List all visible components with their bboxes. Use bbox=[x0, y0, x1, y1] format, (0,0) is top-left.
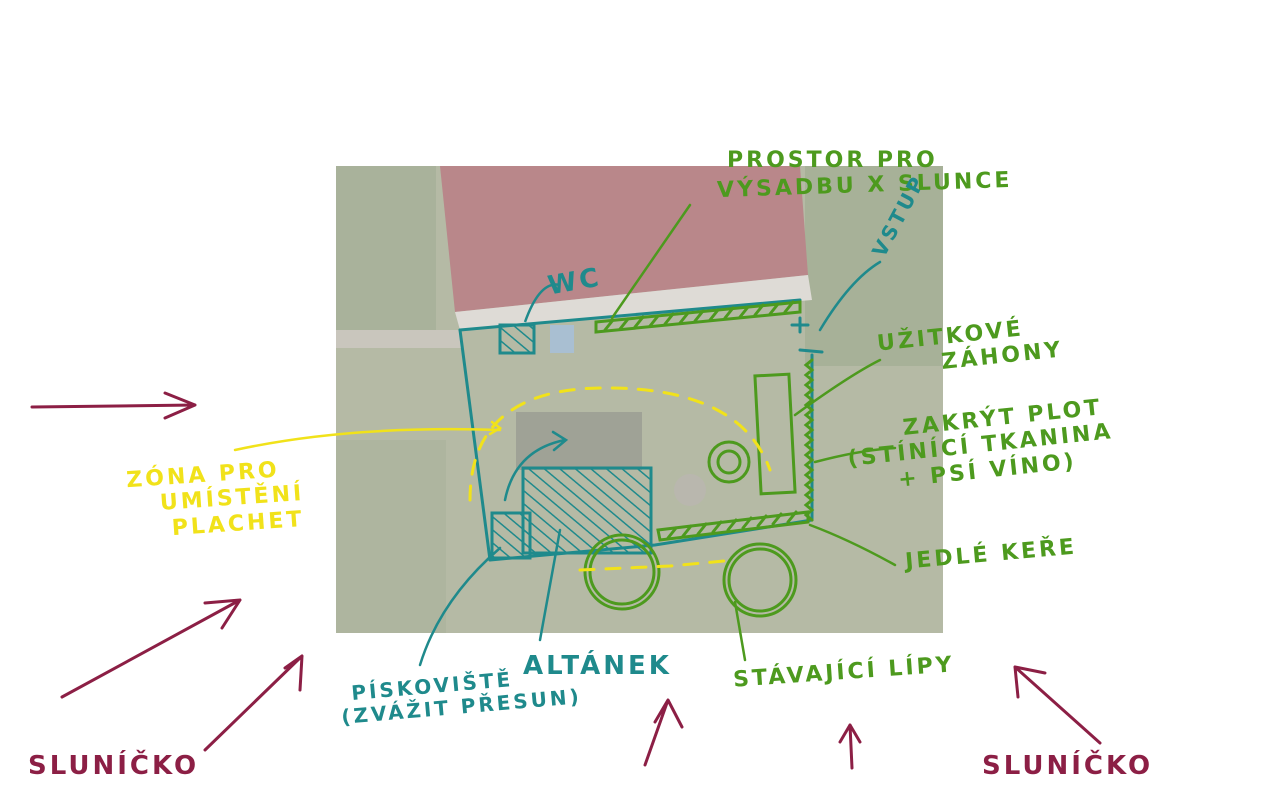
house-roof bbox=[440, 166, 808, 312]
label-zona: ZÓNA PRO UMÍSTĚNÍ PLACHET bbox=[125, 457, 306, 541]
aerial-photo bbox=[336, 166, 943, 633]
label-prostor: PROSTOR PRO VÝSADBU X SLUNCE bbox=[716, 148, 1013, 204]
label-slunicko-left: SLUNÍČKO bbox=[28, 751, 200, 781]
sail-zone bbox=[468, 386, 772, 572]
planting-strips bbox=[583, 300, 815, 618]
label-altanek: ALTÁNEK bbox=[523, 651, 672, 681]
wc-box bbox=[498, 323, 536, 355]
label-slunicko-right: SLUNÍČKO bbox=[982, 751, 1154, 781]
leader-lines bbox=[233, 203, 897, 667]
sun-arrows bbox=[30, 391, 1102, 770]
altanek-box bbox=[521, 466, 653, 555]
